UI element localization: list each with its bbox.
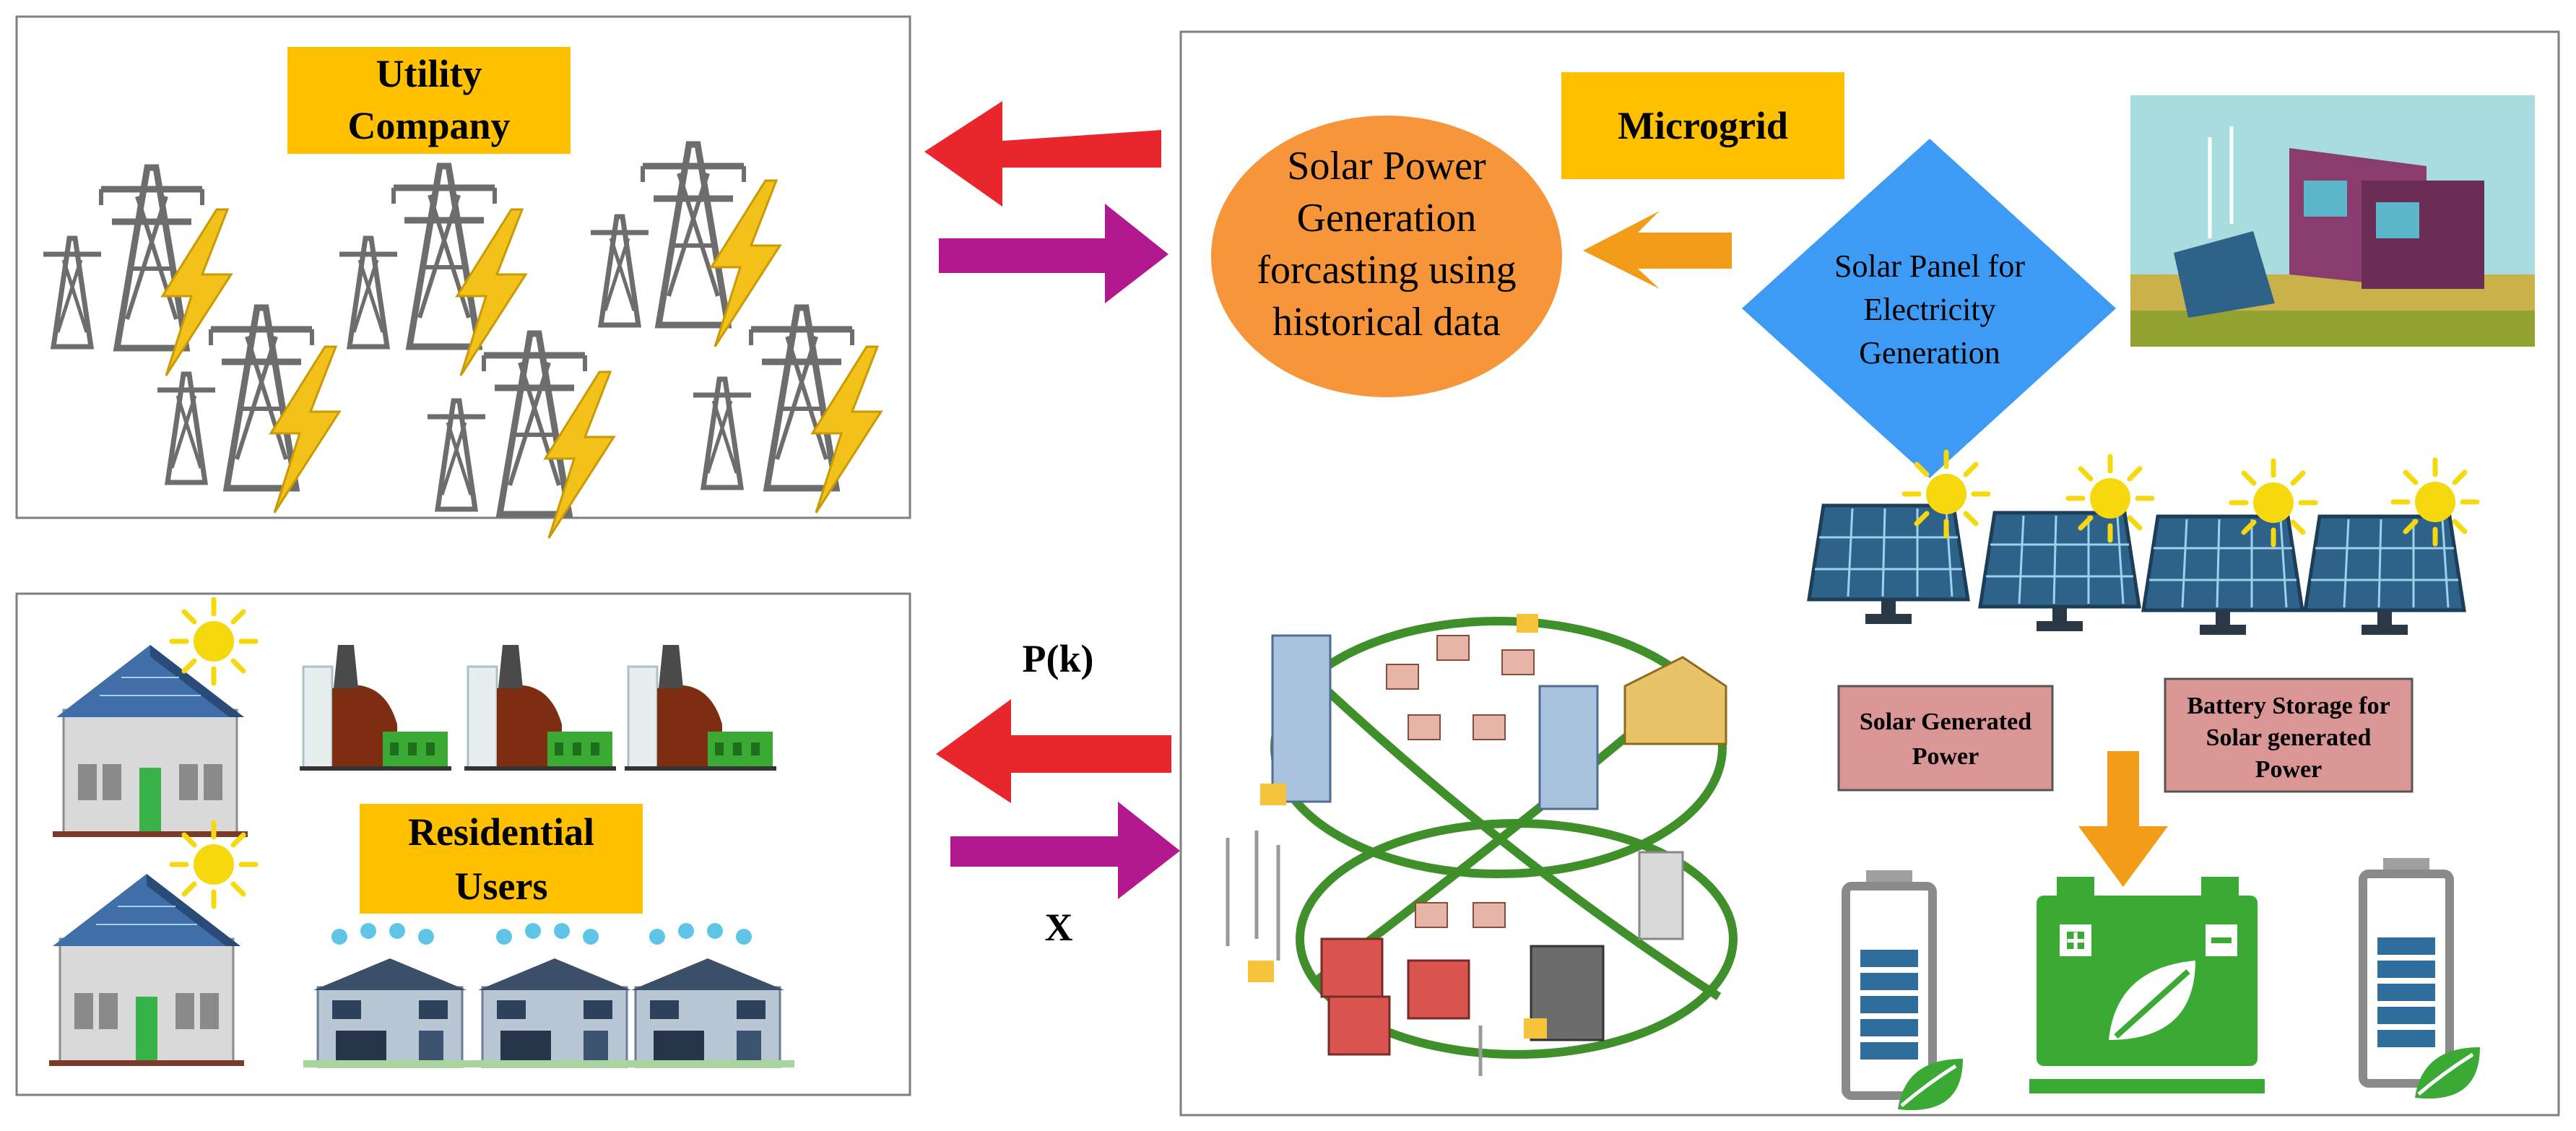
arrow-microgrid-to-utility	[924, 101, 1161, 207]
residential-users-panel: Residential Users	[15, 592, 911, 1096]
forecast-line3: forcasting using	[1257, 248, 1516, 292]
flow-label-pk: P(k)	[1023, 637, 1094, 680]
diamond-line2: Electricity	[1863, 292, 1995, 327]
solar-panel-diamond	[1742, 139, 2116, 478]
diamond-line1: Solar Panel for	[1834, 248, 2025, 284]
diamond-line3: Generation	[1859, 335, 2000, 370]
smart-grid-illustration	[1226, 614, 1738, 1076]
battery-storage-line1: Battery Storage for	[2187, 693, 2390, 719]
arrow-microgrid-to-residential	[936, 699, 1171, 803]
forecast-ellipse	[1211, 116, 1562, 397]
arrow-utility-to-microgrid	[939, 204, 1168, 303]
microgrid-title: Microgrid	[1618, 104, 1788, 147]
residential-title-line2: Users	[455, 864, 548, 908]
battery-storage-line3: Power	[2255, 756, 2323, 783]
utility-company-panel: Utility Company	[15, 15, 911, 540]
flow-label-x: X	[1045, 906, 1073, 949]
forecast-line4: historical data	[1272, 300, 1501, 344]
solar-generated-line2: Power	[1912, 743, 1979, 770]
flow-arrows: P(k) X	[924, 101, 1180, 949]
utility-title-line1: Utility	[376, 52, 482, 95]
battery-storage-line2: Solar generated	[2206, 724, 2372, 751]
battery-storage-box	[2164, 677, 2414, 793]
residential-title-line1: Residential	[408, 810, 594, 854]
green-battery: +	[2029, 877, 2265, 1093]
battery-illustrations: +	[1846, 858, 2480, 1110]
arrow-panel-to-forecast	[1583, 211, 1732, 289]
forecast-line2: Generation	[1297, 196, 1477, 240]
solar-generated-box	[1837, 685, 2054, 792]
microgrid-panel: Microgrid Solar Power Generation forcast…	[1179, 30, 2560, 1117]
arrow-to-battery	[2078, 751, 2168, 887]
solar-generated-line1: Solar Generated	[1860, 708, 2031, 735]
eco-house-picture	[2130, 95, 2535, 347]
arrow-residential-to-microgrid	[950, 802, 1180, 899]
residential-houses-illustration	[48, 599, 794, 1068]
utility-title-line2: Company	[347, 104, 510, 147]
svg-text:+: +	[2066, 922, 2086, 959]
forecast-line1: Solar Power	[1287, 144, 1486, 188]
